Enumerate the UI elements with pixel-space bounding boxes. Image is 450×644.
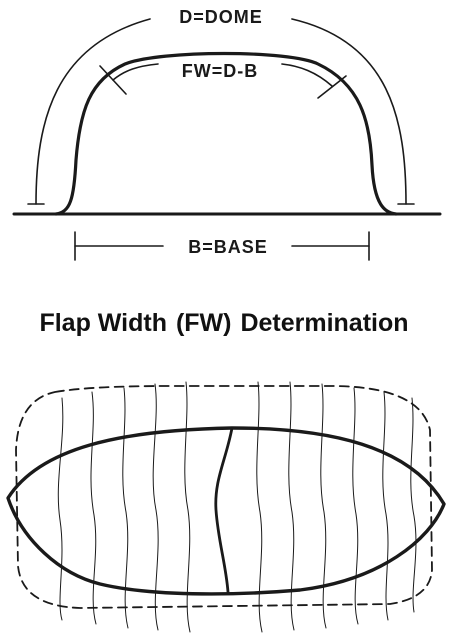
title-prefix: Flap Width xyxy=(39,309,167,337)
flap-outline-diagram xyxy=(6,381,446,633)
dome-measure-arc xyxy=(35,18,407,205)
flap-width-left-tick xyxy=(99,65,127,95)
title-abbr: (FW) xyxy=(176,309,232,337)
flap-center-line xyxy=(214,426,234,594)
contour-lines xyxy=(57,381,417,633)
flap-width-label: FW=D-B xyxy=(182,61,259,81)
flap-outline xyxy=(6,426,446,596)
flap-dashed-boundary xyxy=(15,385,433,609)
dome-measurement-diagram: D=DOME FW=D-B B=BASE xyxy=(12,7,442,261)
title-suffix: Determination xyxy=(240,309,408,337)
dome-label: D=DOME xyxy=(179,7,263,27)
dome-profile xyxy=(54,51,398,216)
flap-width-arc xyxy=(112,63,333,87)
diagram-title: Flap Width (FW) Determination xyxy=(39,309,408,337)
base-label: B=BASE xyxy=(188,237,268,257)
